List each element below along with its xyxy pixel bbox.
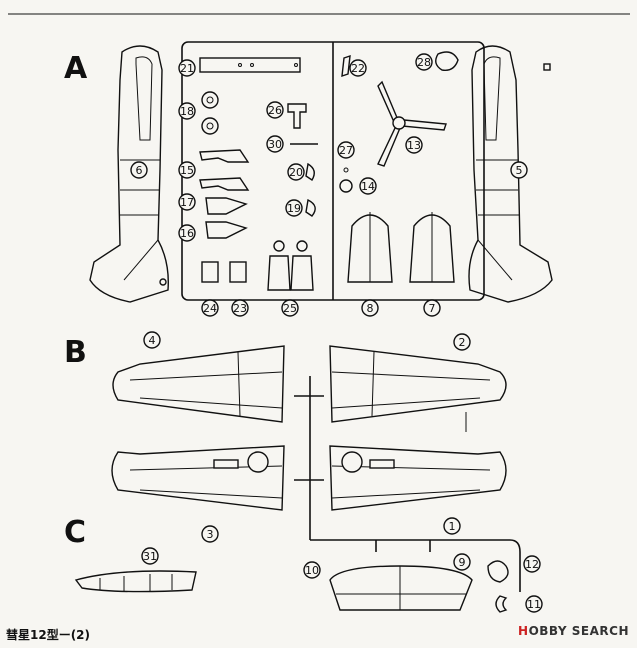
part-callout-19 <box>285 199 303 217</box>
part-callout-24 <box>201 299 219 317</box>
part-25-pilots <box>267 240 314 291</box>
part-number-23: 23 <box>233 302 247 315</box>
wing-upper-right <box>329 345 507 432</box>
part-number-9: 9 <box>459 556 466 569</box>
section-label-a: A <box>64 51 88 86</box>
section-label-b: B <box>64 335 87 370</box>
part-number-10: 10 <box>305 564 319 577</box>
part-number-12: 12 <box>525 558 539 571</box>
part-7-shape <box>409 212 455 283</box>
part-23-shape <box>229 261 247 283</box>
part-28-shape <box>435 51 459 71</box>
part-callout-4 <box>143 331 161 349</box>
page-caption: 彗星12型ー(2) <box>6 628 91 642</box>
part-callout-28 <box>415 53 433 71</box>
part-callout-13 <box>405 136 423 154</box>
part-number-2: 2 <box>459 336 466 349</box>
part-number-11: 11 <box>527 598 541 611</box>
part-callout-3 <box>201 525 219 543</box>
part-number-31: 31 <box>143 550 157 563</box>
part-callout-18 <box>178 102 196 120</box>
part-callout-31 <box>141 547 159 565</box>
fuselage-right-part <box>468 45 553 303</box>
part-number-22: 22 <box>351 62 365 75</box>
part-callout-15 <box>178 161 196 179</box>
part-31-shape <box>74 570 197 593</box>
part-number-17: 17 <box>180 196 194 209</box>
part-26-shape <box>287 103 307 129</box>
part-callout-16 <box>178 224 196 242</box>
part-callout-20 <box>287 163 305 181</box>
part-callout-9 <box>453 553 471 571</box>
sprue-frame-b <box>294 376 521 592</box>
part-20-shape <box>305 162 315 181</box>
part-11-shape <box>495 595 508 613</box>
fuselage-left-part <box>89 45 169 303</box>
part-callout-25 <box>281 299 299 317</box>
part-callout-11 <box>525 595 543 613</box>
part-number-19: 19 <box>287 202 301 215</box>
part-number-15: 15 <box>180 164 194 177</box>
part-10-shape <box>329 565 473 611</box>
part-callout-5 <box>510 161 528 179</box>
part-14-shape <box>339 179 353 193</box>
part-number-13: 13 <box>407 139 421 152</box>
part-number-14: 14 <box>361 180 375 193</box>
section-label-c: C <box>64 515 86 550</box>
part-number-4: 4 <box>149 334 156 347</box>
part-callout-7 <box>423 299 441 317</box>
part-24-shape <box>201 261 219 283</box>
watermark-logo-rest: OBBY SEARCH <box>528 624 629 638</box>
part-number-7: 7 <box>429 302 436 315</box>
part-callout-21 <box>178 59 196 77</box>
part-13-propeller <box>377 80 447 167</box>
part-number-27: 27 <box>339 144 353 157</box>
part-callout-10 <box>303 561 321 579</box>
part-number-24: 24 <box>203 302 217 315</box>
part-callout-1 <box>443 517 461 535</box>
part-number-28: 28 <box>417 56 431 69</box>
part-callout-23 <box>231 299 249 317</box>
part-16-door-a <box>205 197 248 215</box>
part-callout-27 <box>337 141 355 159</box>
part-callout-6 <box>130 161 148 179</box>
part-number-26: 26 <box>268 104 282 117</box>
part-number-1: 1 <box>449 520 456 533</box>
part-callout-17 <box>178 193 196 211</box>
part-callout-26 <box>266 101 284 119</box>
part-18-wheel-b <box>201 117 219 135</box>
part-callout-12 <box>523 555 541 573</box>
wing-lower-left <box>111 445 285 511</box>
part-number-18: 18 <box>180 105 194 118</box>
part-callout-8 <box>361 299 379 317</box>
part-12-shape <box>487 560 509 583</box>
part-callout-14 <box>359 177 377 195</box>
part-number-3: 3 <box>207 528 214 541</box>
part-callout-30 <box>266 135 284 153</box>
part-number-21: 21 <box>180 62 194 75</box>
part-17-shape-a <box>199 177 250 191</box>
part-number-5: 5 <box>516 164 523 177</box>
watermark-logo-prefix: H <box>518 624 529 638</box>
wing-lower-right <box>329 445 507 511</box>
part-number-8: 8 <box>367 302 374 315</box>
part-number-16: 16 <box>180 227 194 240</box>
part-number-30: 30 <box>268 138 282 151</box>
part-number-20: 20 <box>289 166 303 179</box>
part-18-wheel-a <box>201 91 219 109</box>
part-number-6: 6 <box>136 164 143 177</box>
part-8-shape <box>347 212 393 283</box>
part-callout-2 <box>453 333 471 351</box>
watermark-logo: HOBBY SEARCH <box>518 624 629 638</box>
part-22-shape <box>341 54 351 78</box>
part-27-shape <box>343 167 349 173</box>
wing-upper-left <box>112 345 285 423</box>
part-callout-22 <box>349 59 367 77</box>
part-19-shape <box>305 198 316 217</box>
part-15-shape <box>199 149 250 163</box>
part-16-door-b <box>205 221 248 239</box>
part-number-25: 25 <box>283 302 297 315</box>
